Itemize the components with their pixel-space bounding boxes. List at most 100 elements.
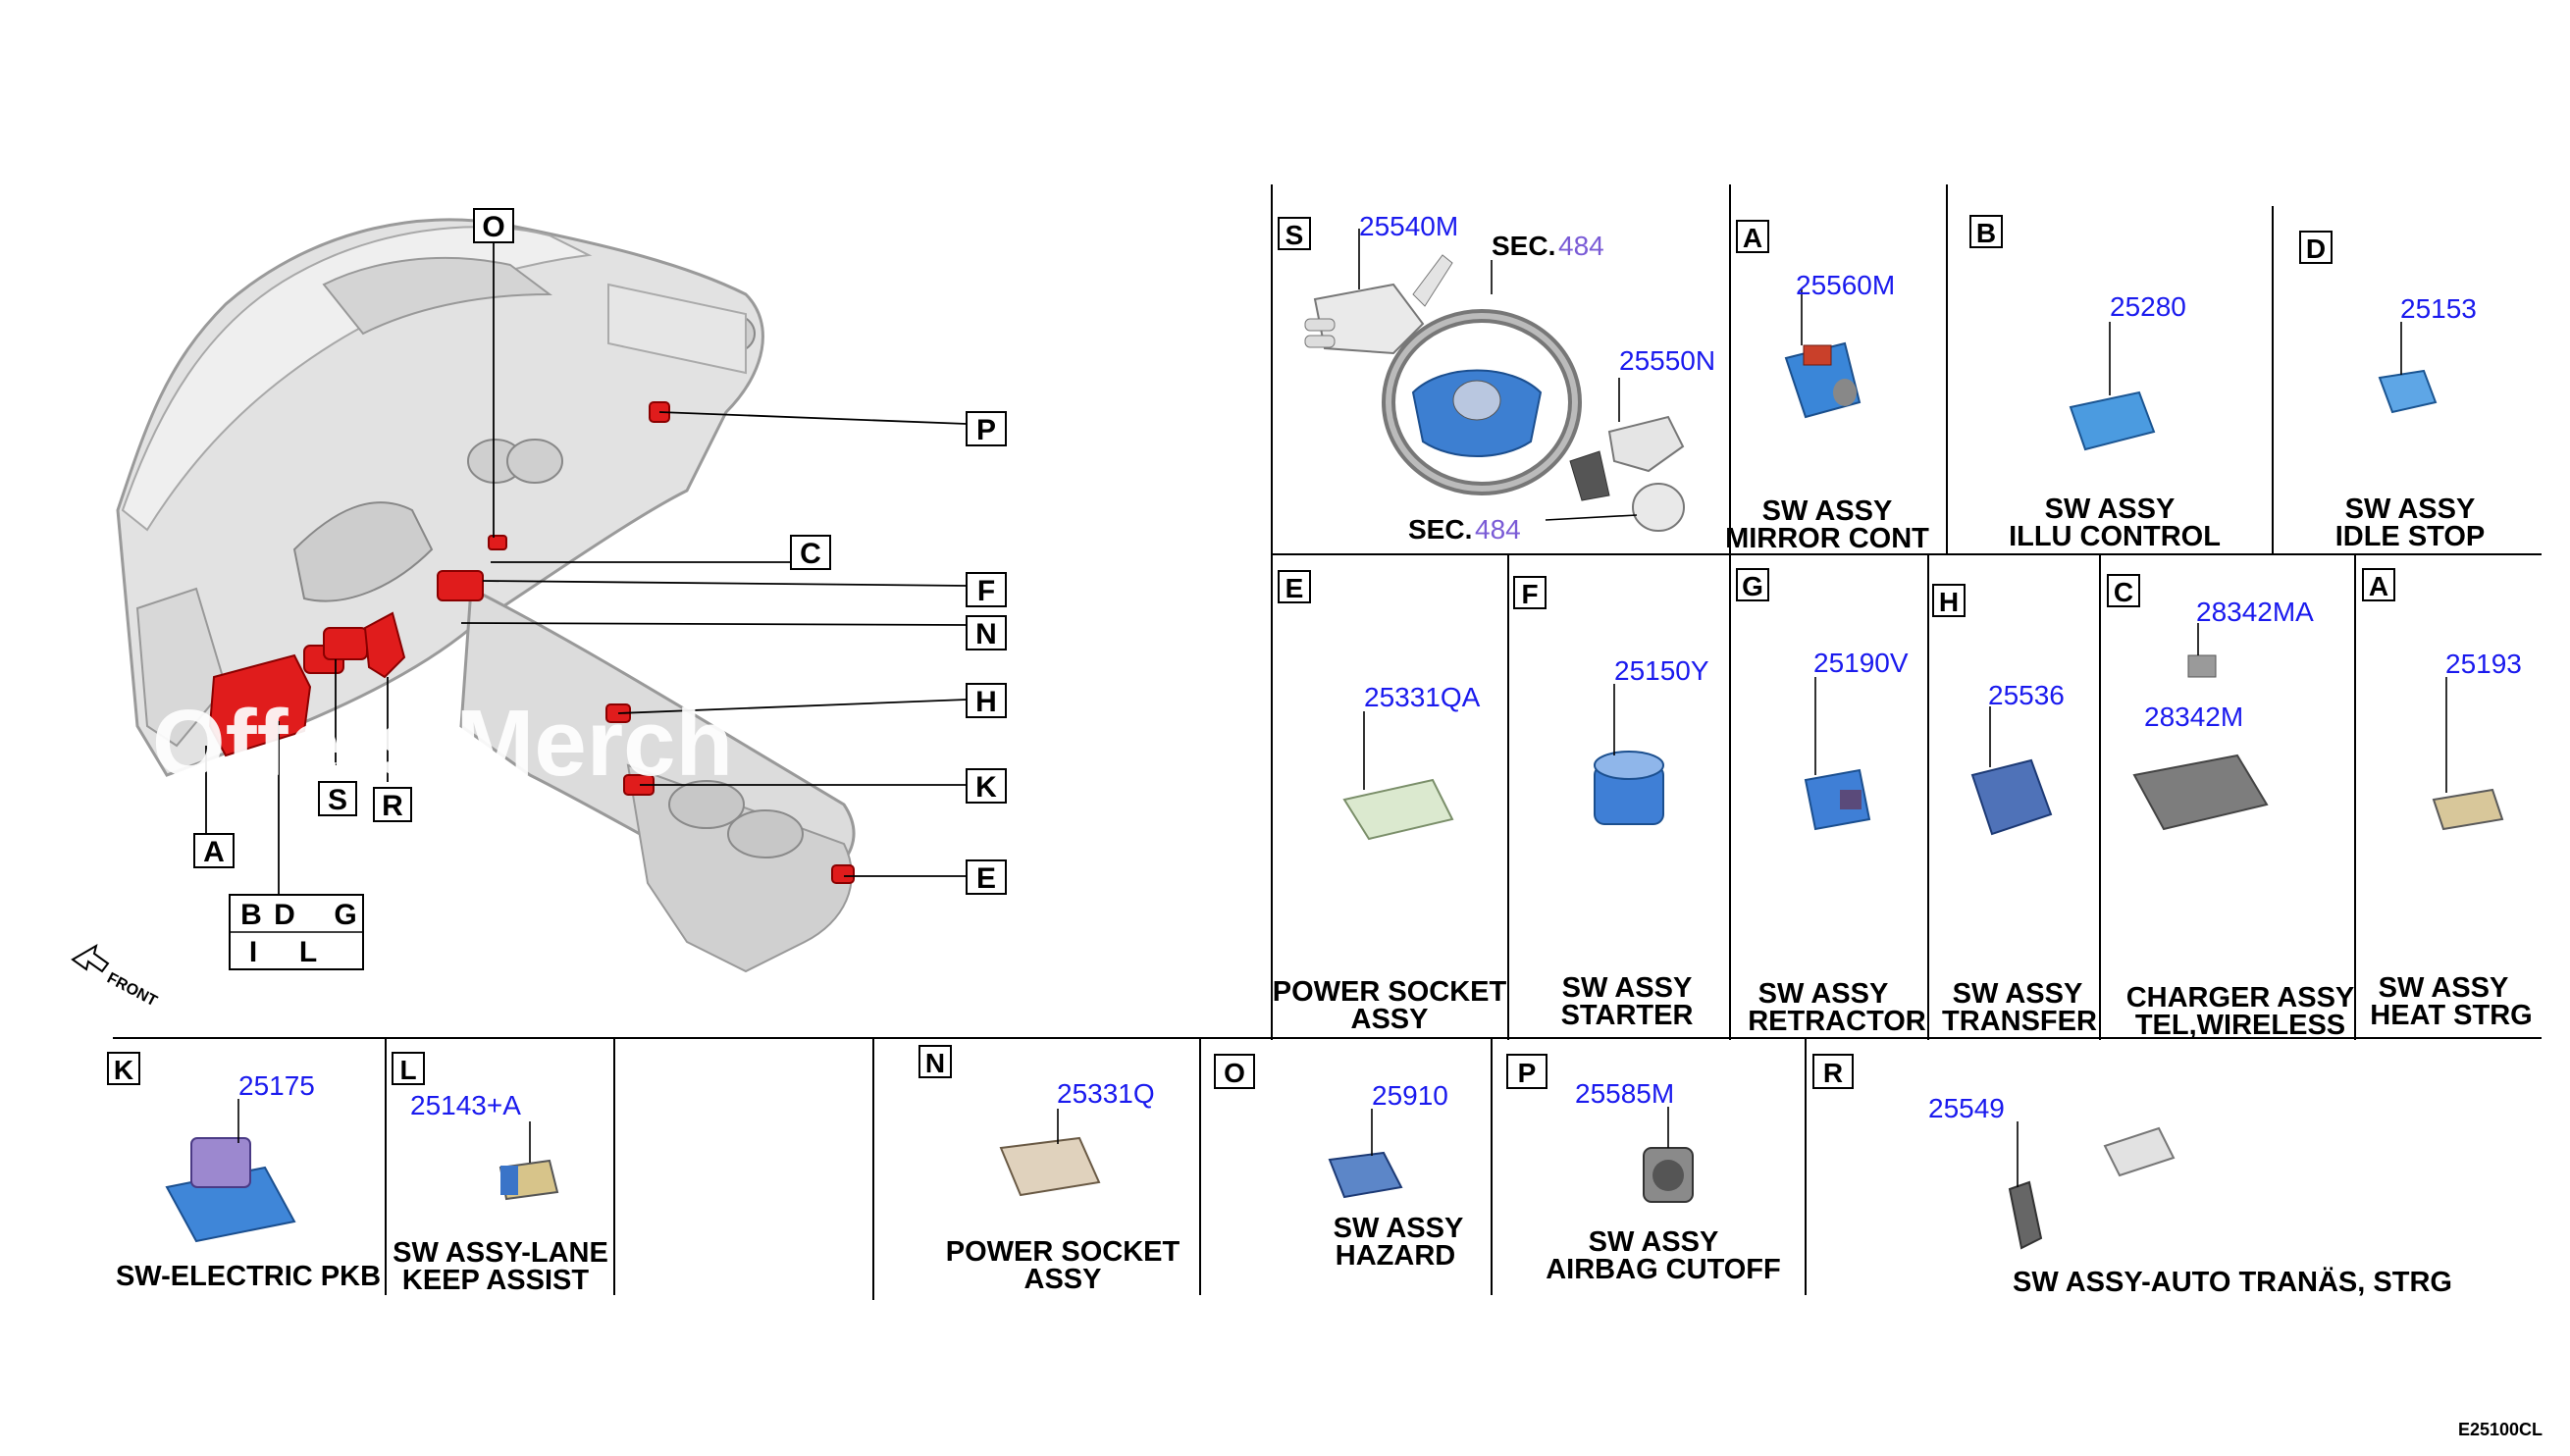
panel-K-pn: 25175 xyxy=(238,1070,315,1101)
panel-O-letter: O xyxy=(1224,1058,1245,1088)
dashboard-assembly: O P C F N H K E A S R B D G I L FRONT xyxy=(71,208,1007,1011)
panel-B-name1: SW ASSY xyxy=(2045,494,2176,525)
panel-F: F 25150Y SW ASSY STARTER xyxy=(1513,576,1709,1031)
panel-D-name1: SW ASSY xyxy=(2345,494,2476,525)
panel-L-letter: L xyxy=(399,1055,416,1085)
panel-K: K 25175 SW-ELECTRIC PKB xyxy=(107,1052,381,1292)
panel-K-letter: K xyxy=(114,1055,133,1085)
panel-K-name1: SW-ELECTRIC PKB xyxy=(116,1261,381,1292)
panel-C-name2: TEL,WIRELESS xyxy=(2135,1010,2345,1041)
panel-O: O 25910 SW ASSY HAZARD xyxy=(1214,1054,1464,1272)
panel-R-pn: 25549 xyxy=(1928,1093,2005,1123)
panel-B-name2: ILLU CONTROL xyxy=(2009,521,2221,552)
leader-lines xyxy=(205,238,968,901)
panel-B-letter: B xyxy=(1976,218,1996,248)
highlighted-switches xyxy=(208,401,855,884)
panel-S: S 25540M 25550N SEC. 484 SEC. 4 xyxy=(1278,211,1715,545)
callout-C: C xyxy=(800,538,821,570)
panel-P-name1: SW ASSY xyxy=(1589,1226,1719,1258)
panel-A1-name1: SW ASSY xyxy=(1762,495,1893,527)
panel-F-letter: F xyxy=(1521,579,1538,609)
heat-strg-switch-icon xyxy=(2432,788,2504,831)
power-socket-icon xyxy=(1342,778,1454,841)
panel-N-letter: N xyxy=(925,1048,945,1078)
paddle-shift-switch-icon xyxy=(2008,1126,2176,1250)
panel-R: R 25549 SW ASSY-AUTO TRANÄS, STRG xyxy=(1812,1054,2452,1298)
panel-H-name2: TRANSFER xyxy=(1942,1006,2097,1037)
panel-D: D 25153 SW ASSY IDLE STOP xyxy=(2299,231,2485,552)
power-socket-n-icon xyxy=(999,1136,1101,1197)
callout-P: P xyxy=(976,414,996,446)
starter-switch-icon xyxy=(1594,751,1664,825)
steering-wheel-icon xyxy=(1382,309,1582,495)
panel-S-sec-num-2: 484 xyxy=(1475,514,1521,545)
panel-N-name2: ASSY xyxy=(1024,1264,1102,1295)
panel-H-letter: H xyxy=(1939,587,1959,617)
callout-K: K xyxy=(975,771,997,804)
panel-O-name2: HAZARD xyxy=(1336,1240,1455,1272)
panel-C-letter: C xyxy=(2114,577,2133,607)
panel-H: H 25536 SW ASSY TRANSFER xyxy=(1932,584,2097,1037)
callout-S: S xyxy=(328,784,347,816)
panel-N: N 25331Q POWER SOCKET ASSY xyxy=(918,1045,1180,1295)
panel-F-name1: SW ASSY xyxy=(1562,972,1693,1004)
panel-G-name2: RETRACTOR xyxy=(1748,1006,1926,1037)
panel-N-name1: POWER SOCKET xyxy=(946,1236,1180,1268)
panel-P: P 25585M SW ASSY AIRBAG CUTOFF xyxy=(1506,1054,1781,1285)
panel-A1-name2: MIRROR CONT xyxy=(1725,523,1929,554)
airbag-cutoff-switch-icon xyxy=(1643,1147,1694,1203)
panel-S-pn2: 25550N xyxy=(1619,345,1715,376)
panel-E-name2: ASSY xyxy=(1351,1004,1429,1035)
panel-A-mirror: A 25560M SW ASSY MIRROR CONT xyxy=(1725,220,1929,554)
panel-N-pn: 25331Q xyxy=(1057,1078,1155,1109)
illu-control-switch-icon xyxy=(2069,390,2156,451)
panel-H-pn: 25536 xyxy=(1988,680,2065,710)
panel-L-name2: KEEP ASSIST xyxy=(402,1265,589,1296)
hazard-switch-icon xyxy=(1328,1151,1403,1199)
panel-S-letter: S xyxy=(1285,220,1304,250)
panel-E-letter: E xyxy=(1285,573,1304,603)
callout-O: O xyxy=(482,211,504,243)
panel-S-sec-label-1: SEC. xyxy=(1492,231,1555,261)
watermark: Offers Merch xyxy=(152,691,733,796)
callout-D: D xyxy=(274,899,295,931)
panel-A-heat: A 25193 SW ASSY HEAT STRG xyxy=(2362,568,2533,1031)
panel-A1-pn: 25560M xyxy=(1796,270,1895,300)
panel-R-name1: SW ASSY-AUTO TRANÄS, STRG xyxy=(2013,1266,2452,1298)
panel-P-pn: 25585M xyxy=(1575,1078,1674,1109)
callout-A: A xyxy=(203,836,225,868)
panel-P-letter: P xyxy=(1518,1058,1537,1088)
callout-B: B xyxy=(240,899,262,931)
panel-P-name2: AIRBAG CUTOFF xyxy=(1546,1254,1781,1285)
panel-H-name1: SW ASSY xyxy=(1953,978,2083,1010)
panel-F-pn: 25150Y xyxy=(1614,655,1709,686)
panel-C-pn: 28342MA xyxy=(2196,597,2314,627)
panel-S-pn1: 25540M xyxy=(1359,211,1458,241)
panel-C: C 28342MA 28342M CHARGER ASSY TEL,WIRELE… xyxy=(2107,574,2355,1041)
callout-I: I xyxy=(249,936,257,968)
panel-C-name1: CHARGER ASSY xyxy=(2126,982,2355,1014)
transfer-switch-icon xyxy=(1970,758,2053,836)
callout-boxes xyxy=(193,208,1007,970)
callout-N: N xyxy=(975,618,997,650)
panel-F-name2: STARTER xyxy=(1561,1000,1694,1031)
panel-A1-letter: A xyxy=(1743,223,1762,253)
callout-letters: O P C F N H K E A S R B D G I L xyxy=(203,211,997,968)
panel-S-sec-label-2: SEC. xyxy=(1408,514,1472,545)
callout-E: E xyxy=(976,862,996,895)
panel-O-name1: SW ASSY xyxy=(1334,1213,1464,1244)
panel-G-name1: SW ASSY xyxy=(1758,978,1889,1010)
panel-A2-name1: SW ASSY xyxy=(2379,972,2509,1004)
panel-A2-pn: 25193 xyxy=(2445,649,2522,679)
panel-E-pn: 25331QA xyxy=(1364,682,1481,712)
panel-E-name1: POWER SOCKET xyxy=(1273,976,1507,1008)
panel-O-pn: 25910 xyxy=(1372,1080,1448,1111)
panel-C-pn2: 28342M xyxy=(2144,702,2243,732)
panel-B-pn: 25280 xyxy=(2110,291,2186,322)
panel-R-letter: R xyxy=(1823,1058,1843,1088)
panel-G-pn: 25190V xyxy=(1813,648,1909,678)
panel-G-letter: G xyxy=(1742,571,1763,601)
retractor-switch-icon xyxy=(1804,768,1871,831)
charger-module-icon xyxy=(2187,654,2217,678)
